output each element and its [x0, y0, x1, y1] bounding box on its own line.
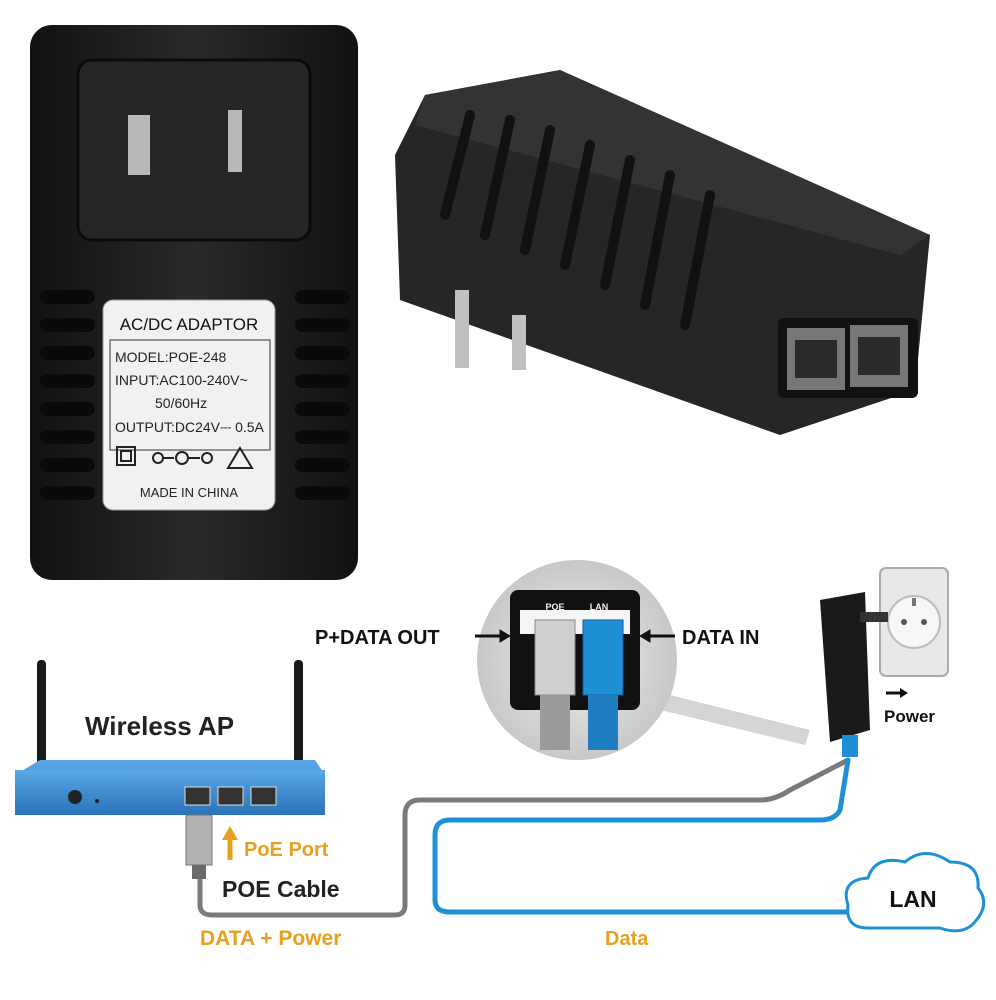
label-frequency: 50/60Hz: [155, 395, 207, 411]
prong-side-left: [455, 290, 469, 368]
cables: [197, 757, 863, 918]
label-model: MODEL:POE-248: [115, 349, 226, 365]
ap-port-3: [250, 786, 277, 806]
port-label-poe: POE: [545, 602, 564, 612]
prong-side-right: [512, 315, 526, 370]
wireless-ap-label: Wireless AP: [85, 711, 234, 741]
prong-right: [228, 110, 242, 172]
lan-label: LAN: [889, 886, 936, 912]
poe-port-label: PoE Port: [244, 839, 329, 861]
data-in-label: DATA IN: [682, 627, 759, 649]
poe-cable-label: POE Cable: [222, 876, 340, 902]
ap-port-1: [184, 786, 211, 806]
label-input: INPUT:AC100-240V~: [115, 372, 248, 388]
label-output: OUTPUT:DC24V⎓ 0.5A: [115, 419, 265, 435]
label-title: AC/DC ADAPTOR: [120, 315, 259, 334]
label-origin: MADE IN CHINA: [140, 485, 239, 500]
power-label: Power: [884, 707, 935, 726]
adapter-front: AC/DC ADAPTOR MODEL:POE-248 INPUT:AC100-…: [30, 25, 358, 580]
poe-plug: [185, 814, 213, 879]
power-arrow: [886, 688, 908, 698]
poe-port-arrow: [222, 826, 238, 860]
wall-outlet: [879, 567, 949, 677]
certification-symbols: [116, 446, 254, 469]
data-label: Data: [605, 928, 649, 950]
label-sticker: [102, 299, 276, 511]
arrow-out: [475, 629, 511, 643]
port-magnifier: POE LAN: [477, 560, 810, 760]
port-label-lan: LAN: [590, 602, 609, 612]
p-data-out-label: P+DATA OUT: [315, 627, 440, 649]
arrow-in: [639, 629, 675, 643]
ap-port-2: [217, 786, 244, 806]
prong-left: [128, 115, 150, 175]
data-power-label: DATA + Power: [200, 927, 341, 950]
injector-side-view: [395, 70, 930, 435]
wireless-ap: [15, 660, 325, 815]
lan-cloud-icon: [844, 852, 986, 933]
plug-plate: [76, 58, 312, 242]
injector-wall: [820, 592, 888, 757]
